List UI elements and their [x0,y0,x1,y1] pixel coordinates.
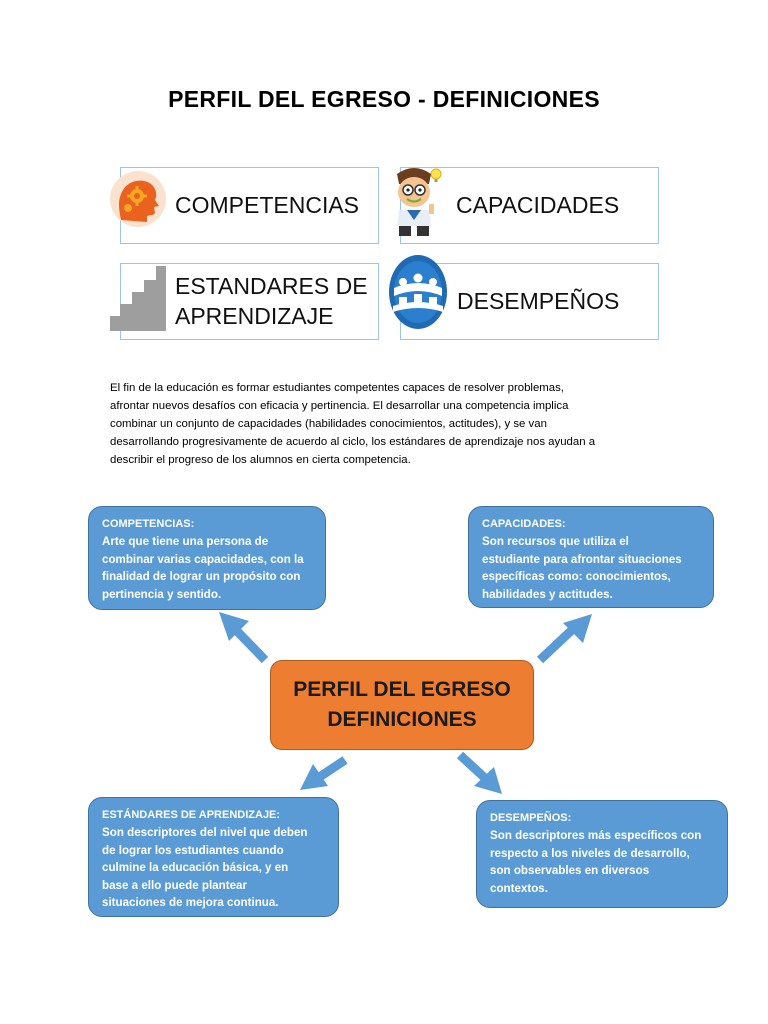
paragraph-line: describir el progreso de los alumnos en … [110,454,411,466]
arrow-to-estandares [300,756,348,790]
paragraph-line: El fin de la educación es formar estudia… [110,382,564,394]
center-line2: DEFINICIONES [327,708,477,731]
staircase-icon [110,266,166,331]
bubble-competencias-body: Arte que tiene una persona de combinar v… [102,533,312,603]
bubble-capacidades-body: Son recursos que utiliza el estudiante p… [482,533,700,603]
box-competencias-label: COMPETENCIAS [175,192,360,218]
arrow-to-competencias [219,612,269,664]
bubble-line: pertinencia y sentido. [102,587,222,601]
paragraph-line: desarrollando progresivamente de acuerdo… [110,436,596,448]
box-estandares-line2: APRENDIZAJE [175,303,334,329]
arrow-to-capacidades [536,614,592,664]
bubble-desempenos-body: Son descriptores más específicos con res… [490,827,714,897]
bubble-estandares: ESTÁNDARES DE APRENDIZAJE: Son descripto… [88,797,339,917]
box-estandares-line1: ESTANDARES DE [175,273,368,299]
arrow-to-desempenos [456,751,502,794]
head-gears-icon [109,170,167,228]
box-desempenos-label: DESEMPEÑOS [457,288,620,314]
bubble-line: Son descriptores del nivel que deben [102,826,308,840]
cartoon-student-icon [389,164,447,238]
box-capacidades: CAPACIDADES [400,167,659,244]
bubble-line: son observables en diversos [490,864,650,878]
bubble-line: específicas como: conocimientos, [482,570,671,584]
bubble-line: estudiante para afrontar situaciones [482,552,682,566]
bubble-capacidades: CAPACIDADES: Son recursos que utiliza el… [468,506,714,608]
bubble-capacidades-title: CAPACIDADES: [482,518,566,530]
bubble-line: Son descriptores más específicos con [490,829,702,843]
page-title: PERFIL DEL EGRESO - DEFINICIONES [168,86,600,112]
bubble-competencias: COMPETENCIAS: Arte que tiene una persona… [88,506,326,610]
bubble-line: Son recursos que utiliza el [482,535,629,549]
box-competencias: COMPETENCIAS [120,167,379,244]
bubble-line: situaciones de mejora continua. [102,896,279,910]
bubble-line: culmine la educación básica, y en [102,861,289,875]
bubble-line: respecto a los niveles de desarrollo, [490,846,690,860]
bubble-line: de lograr los estudiantes cuando [102,843,284,857]
center-node: PERFIL DEL EGRESO DEFINICIONES [270,660,534,750]
bubble-estandares-body: Son descriptores del nivel que deben de … [102,824,325,911]
bubble-desempenos: DESEMPEÑOS: Son descriptores más específ… [476,800,728,908]
bubble-line: habilidades y actitudes. [482,587,613,601]
bubble-line: finalidad de lograr un propósito con [102,570,301,584]
bubble-line: base a ello puede plantear [102,878,247,892]
group-logo-icon [389,254,447,330]
bubble-desempenos-title: DESEMPEÑOS: [490,812,572,824]
bubble-line: contextos. [490,881,548,895]
center-line1: PERFIL DEL EGRESO [293,678,511,701]
intro-paragraph: El fin de la educación es formar estudia… [110,379,658,469]
paragraph-line: afrontar nuevos desafíos con eficacia y … [110,400,569,412]
paragraph-line: combinar un conjunto de capacidades (hab… [110,418,547,430]
bubble-competencias-title: COMPETENCIAS: [102,518,195,530]
bubble-line: combinar varias capacidades, con la [102,552,304,566]
bubble-estandares-title: ESTÁNDARES DE APRENDIZAJE: [102,809,281,821]
bubble-line: Arte que tiene una persona de [102,535,269,549]
box-capacidades-label: CAPACIDADES [456,192,620,218]
